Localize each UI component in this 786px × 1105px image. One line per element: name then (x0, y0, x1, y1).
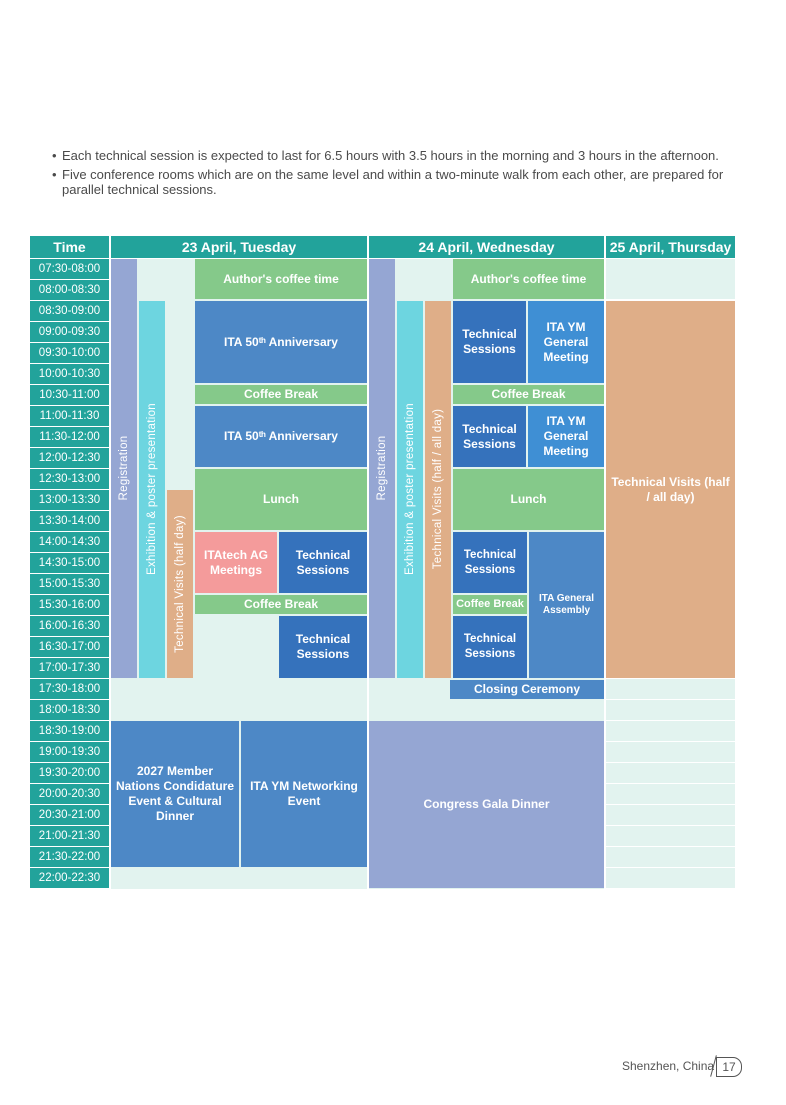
day2-gala-dinner: Congress Gala Dinner (369, 721, 604, 888)
bullet-item: •Five conference rooms which are on the … (52, 167, 724, 197)
day3-empty-slot (606, 847, 735, 867)
time-slot: 22:00-22:30 (30, 868, 109, 888)
day2-ym-meeting-2: ITA YM General Meeting (528, 406, 604, 467)
day2-technical-sessions-4: Technical Sessions (453, 616, 527, 678)
time-slot: 10:00-10:30 (30, 364, 109, 384)
day2-coffee-break-2: Coffee Break (453, 595, 527, 614)
time-slot: 16:00-16:30 (30, 616, 109, 636)
time-slot: 14:00-14:30 (30, 532, 109, 552)
day2-technical-visits-label: Technical Visits (half / all day) (432, 408, 444, 570)
day2-general-assembly: ITA General Assembly (529, 532, 604, 678)
day2-registration-label: Registration (376, 435, 388, 501)
day3-header: 25 April, Thursday (606, 236, 735, 258)
time-slot: 11:00-11:30 (30, 406, 109, 426)
day2-coffee-time: Author's coffee time (453, 259, 604, 299)
day2-registration: Registration (369, 259, 395, 678)
day3-technical-visits: Technical Visits (half / all day) (606, 301, 735, 678)
day3-empty-slot (606, 742, 735, 762)
time-slot: 15:30-16:00 (30, 595, 109, 615)
day3-empty-slot (606, 784, 735, 804)
bullet-text: Five conference rooms which are on the s… (62, 167, 724, 197)
day2-closing-ceremony: Closing Ceremony (450, 680, 604, 699)
time-slot: 16:30-17:00 (30, 637, 109, 657)
day2-exhibition-label: Exhibition & poster presentation (404, 403, 416, 575)
time-header: Time (30, 236, 109, 258)
day1-coffee-break-1: Coffee Break (195, 385, 367, 404)
day3-empty-slot (606, 826, 735, 846)
day1-lunch: Lunch (195, 469, 367, 530)
time-slot: 11:30-12:00 (30, 427, 109, 447)
time-slot: 18:30-19:00 (30, 721, 109, 741)
time-slot: 15:00-15:30 (30, 574, 109, 594)
day2-coffee-break-1: Coffee Break (453, 385, 604, 404)
time-slot: 09:00-09:30 (30, 322, 109, 342)
bullet-item: •Each technical session is expected to l… (52, 148, 719, 163)
day2-technical-sessions-3: Technical Sessions (453, 532, 527, 593)
day1-anniversary-2: ITA 50ᵗʰ Anniversary (195, 406, 367, 467)
day1-registration: Registration (111, 259, 137, 678)
day2-technical-sessions-2: Technical Sessions (453, 406, 526, 467)
day2-technical-sessions-1: Technical Sessions (453, 301, 526, 383)
intro-bullets: •Each technical session is expected to l… (52, 148, 742, 201)
time-slot: 17:00-17:30 (30, 658, 109, 678)
day2-lunch: Lunch (453, 469, 604, 530)
time-slot: 13:00-13:30 (30, 490, 109, 510)
day1-itatech-meetings: ITAtech AG Meetings (195, 532, 277, 593)
time-slot: 09:30-10:00 (30, 343, 109, 363)
time-slot: 12:00-12:30 (30, 448, 109, 468)
time-slot: 10:30-11:00 (30, 385, 109, 405)
day2-technical-visits: Technical Visits (half / all day) (425, 301, 451, 678)
day1-exhibition-label: Exhibition & poster presentation (146, 403, 158, 575)
time-slot: 08:00-08:30 (30, 280, 109, 300)
time-slot: 13:30-14:00 (30, 511, 109, 531)
footer-location: Shenzhen, China (622, 1059, 715, 1073)
time-slot: 14:30-15:00 (30, 553, 109, 573)
time-slot: 20:00-20:30 (30, 784, 109, 804)
day1-technical-sessions-1: Technical Sessions (279, 532, 367, 593)
time-slot: 21:30-22:00 (30, 847, 109, 867)
day1-anniversary-1: ITA 50ᵗʰ Anniversary (195, 301, 367, 383)
bullet-text: Each technical session is expected to la… (62, 148, 719, 163)
day2-ym-meeting-1: ITA YM General Meeting (528, 301, 604, 383)
day1-exhibition: Exhibition & poster presentation (139, 301, 165, 678)
day1-coffee-time: Author's coffee time (195, 259, 367, 299)
page-number: 17 (716, 1057, 742, 1077)
day3-empty-slot (606, 721, 735, 741)
day3-empty-slot (606, 763, 735, 783)
time-slot: 12:30-13:00 (30, 469, 109, 489)
time-slot: 17:30-18:00 (30, 679, 109, 699)
day2-header: 24 April, Wednesday (369, 236, 604, 258)
day1-ym-networking-event: ITA YM Networking Event (241, 721, 367, 867)
day3-empty-slot (606, 259, 735, 299)
time-slot: 20:30-21:00 (30, 805, 109, 825)
time-slot: 21:00-21:30 (30, 826, 109, 846)
day1-technical-visits-label: Technical Visits (half day) (174, 515, 186, 653)
day3-empty-slot (606, 868, 735, 888)
day1-header: 23 April, Tuesday (111, 236, 367, 258)
time-slot: 07:30-08:00 (30, 259, 109, 279)
day3-empty-slot (606, 700, 735, 720)
day1-coffee-break-2: Coffee Break (195, 595, 367, 614)
day3-empty-slot (606, 805, 735, 825)
day1-technical-visits: Technical Visits (half day) (167, 490, 193, 678)
day1-registration-label: Registration (118, 435, 130, 501)
time-slot: 18:00-18:30 (30, 700, 109, 720)
day2-exhibition: Exhibition & poster presentation (397, 301, 423, 678)
day1-technical-sessions-2: Technical Sessions (279, 616, 367, 678)
day3-empty-slot (606, 679, 735, 699)
time-slot: 19:30-20:00 (30, 763, 109, 783)
time-slot: 08:30-09:00 (30, 301, 109, 321)
day1-member-nations-event: 2027 Member Nations Condidature Event & … (111, 721, 239, 867)
time-slot: 19:00-19:30 (30, 742, 109, 762)
